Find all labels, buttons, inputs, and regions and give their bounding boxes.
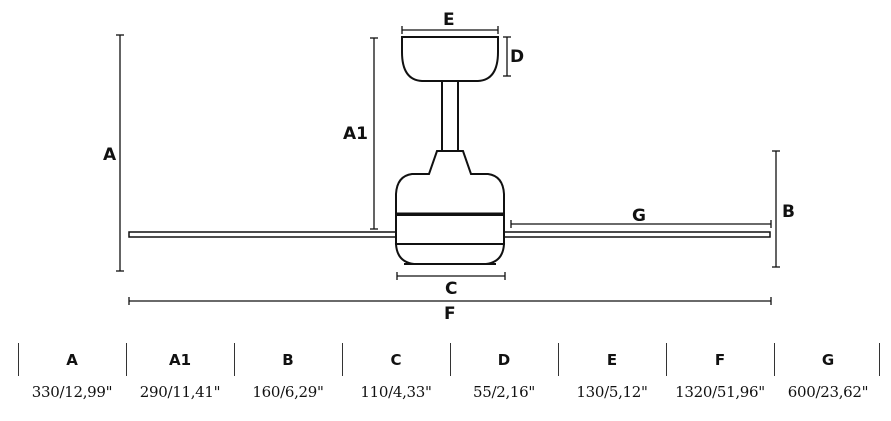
- spec-value: 160/6,29": [252, 383, 324, 401]
- dimension-label-D: D: [510, 47, 524, 67]
- dimension-label-A1: A1: [343, 124, 368, 144]
- column-divider: [666, 343, 667, 376]
- spec-header: A1: [168, 351, 192, 369]
- spec-column-F: F 1320/51,96": [666, 343, 774, 413]
- column-divider: [126, 343, 127, 376]
- spec-column-A1: A1 290/11,41": [126, 343, 234, 413]
- spec-column-D: D 55/2,16": [450, 343, 558, 413]
- ceiling-fan-dimension-diagram: A A1 B C D E F G: [103, 10, 795, 324]
- column-divider: [558, 343, 559, 376]
- spec-header: F: [714, 351, 726, 369]
- spec-value: 130/5,12": [576, 383, 648, 401]
- fan-blade-right: [503, 231, 771, 238]
- dimension-line-D: [503, 36, 511, 77]
- column-divider: [234, 343, 235, 376]
- spec-value: 1320/51,96": [675, 383, 765, 401]
- dimension-label-E: E: [443, 10, 455, 30]
- dimension-label-G: G: [632, 206, 646, 226]
- dimension-line-E: [401, 26, 499, 34]
- dimension-line-C: [396, 272, 506, 280]
- spec-header: C: [390, 351, 402, 369]
- spec-value: 290/11,41": [139, 383, 221, 401]
- fan-downrod: [441, 80, 459, 152]
- spec-value: 55/2,16": [472, 383, 536, 401]
- dimension-spec-table: A 330/12,99" A1 290/11,41" B 160/6,29" C…: [18, 343, 880, 413]
- spec-header: G: [821, 351, 835, 369]
- dimension-line-B: [772, 150, 780, 268]
- dimension-line-G: [510, 220, 772, 228]
- dimension-label-C: C: [445, 279, 457, 299]
- spec-value: 600/23,62": [787, 383, 869, 401]
- fan-light-bowl: [394, 243, 506, 265]
- column-divider: [342, 343, 343, 376]
- spec-header: B: [282, 351, 294, 369]
- dimension-line-A: [116, 34, 124, 272]
- spec-value: 110/4,33": [360, 383, 432, 401]
- spec-header: D: [497, 351, 511, 369]
- spec-column-G: G 600/23,62": [774, 343, 882, 413]
- spec-column-B: B 160/6,29": [234, 343, 342, 413]
- fan-motor-band: [395, 214, 505, 245]
- dimension-label-A: A: [103, 145, 117, 165]
- spec-header: E: [606, 351, 618, 369]
- dimension-label-B: B: [782, 202, 795, 222]
- spec-column-E: E 130/5,12": [558, 343, 666, 413]
- spec-value: 330/12,99": [31, 383, 113, 401]
- dimension-label-F: F: [444, 304, 456, 324]
- fan-canopy: [401, 36, 499, 82]
- column-divider: [450, 343, 451, 376]
- fan-blade-left: [128, 231, 397, 238]
- column-divider: [774, 343, 775, 376]
- spec-column-C: C 110/4,33": [342, 343, 450, 413]
- column-divider: [879, 343, 880, 376]
- dimension-line-A1: [370, 37, 378, 230]
- spec-header: A: [66, 351, 78, 369]
- column-divider: [18, 343, 19, 376]
- spec-column-A: A 330/12,99": [18, 343, 126, 413]
- fan-motor-housing: [395, 150, 505, 215]
- dimension-line-F: [128, 297, 772, 305]
